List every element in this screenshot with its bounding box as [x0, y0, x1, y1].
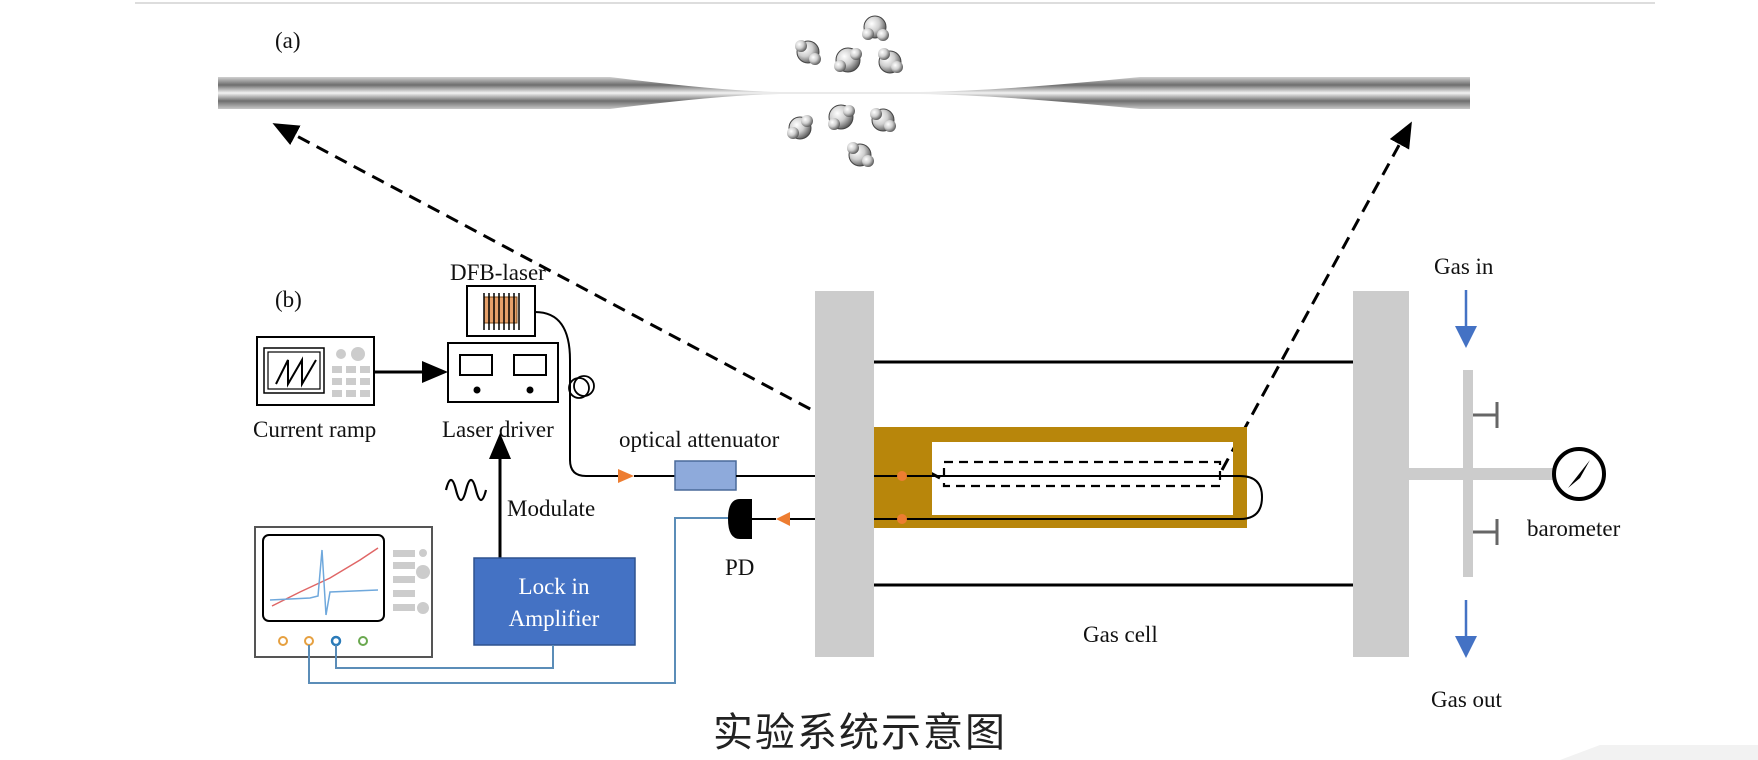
dfb-laser-icon — [466, 285, 536, 337]
optical-attenuator-label: optical attenuator — [619, 427, 780, 452]
cell-end-plate-right — [1353, 291, 1409, 657]
panel-label-b: (b) — [275, 287, 302, 312]
corner-shade — [1560, 745, 1758, 760]
function-generator-icon — [256, 336, 375, 406]
beam-direction-arrow-in — [618, 469, 634, 483]
fiber-loop-in-cell — [874, 475, 1264, 520]
modulate-label: Modulate — [507, 496, 595, 521]
lock-in-label-line2: Amplifier — [509, 606, 600, 631]
tapered-fiber — [218, 77, 1470, 109]
optical-attenuator — [674, 460, 737, 491]
lock-in-amplifier — [473, 557, 636, 646]
barometer-icon — [1552, 447, 1606, 501]
lock-in-label-line1: Lock in — [519, 574, 590, 599]
beam-direction-arrow-out — [776, 512, 790, 526]
gas-manifold-horizontal — [1409, 468, 1545, 480]
laser-driver — [447, 342, 559, 403]
laser-driver-label: Laser driver — [442, 417, 554, 442]
gas-molecule-cluster-icon — [787, 15, 903, 167]
valve-bottom — [1473, 519, 1499, 545]
fiber-loop-icon — [568, 375, 595, 399]
gas-in-label: Gas in — [1434, 254, 1494, 279]
panel-label-a: (a) — [275, 28, 301, 53]
gas-manifold-vertical — [1463, 370, 1473, 577]
valve-top — [1473, 402, 1499, 428]
cell-end-plate-left — [815, 291, 874, 657]
zoom-line-right — [1220, 121, 1412, 471]
photodetector-icon — [728, 499, 752, 539]
barometer-label: barometer — [1527, 516, 1621, 541]
modulation-wave-icon — [444, 478, 488, 502]
taper-region-box — [942, 460, 1222, 488]
dfb-laser-label: DFB-laser — [450, 260, 546, 285]
laser-output-fiber — [534, 311, 618, 477]
fiber-holder — [874, 427, 1247, 528]
gas-out-label: Gas out — [1431, 687, 1503, 712]
pd-label: PD — [725, 555, 754, 580]
current-ramp-label: Current ramp — [253, 417, 376, 442]
gas-cell-label: Gas cell — [1083, 622, 1158, 647]
lock-in-output-wire — [335, 645, 554, 669]
figure-caption: 实验系统示意图 — [713, 710, 1007, 756]
pd-signal-wire — [308, 517, 734, 684]
oscilloscope-icon — [254, 526, 433, 658]
